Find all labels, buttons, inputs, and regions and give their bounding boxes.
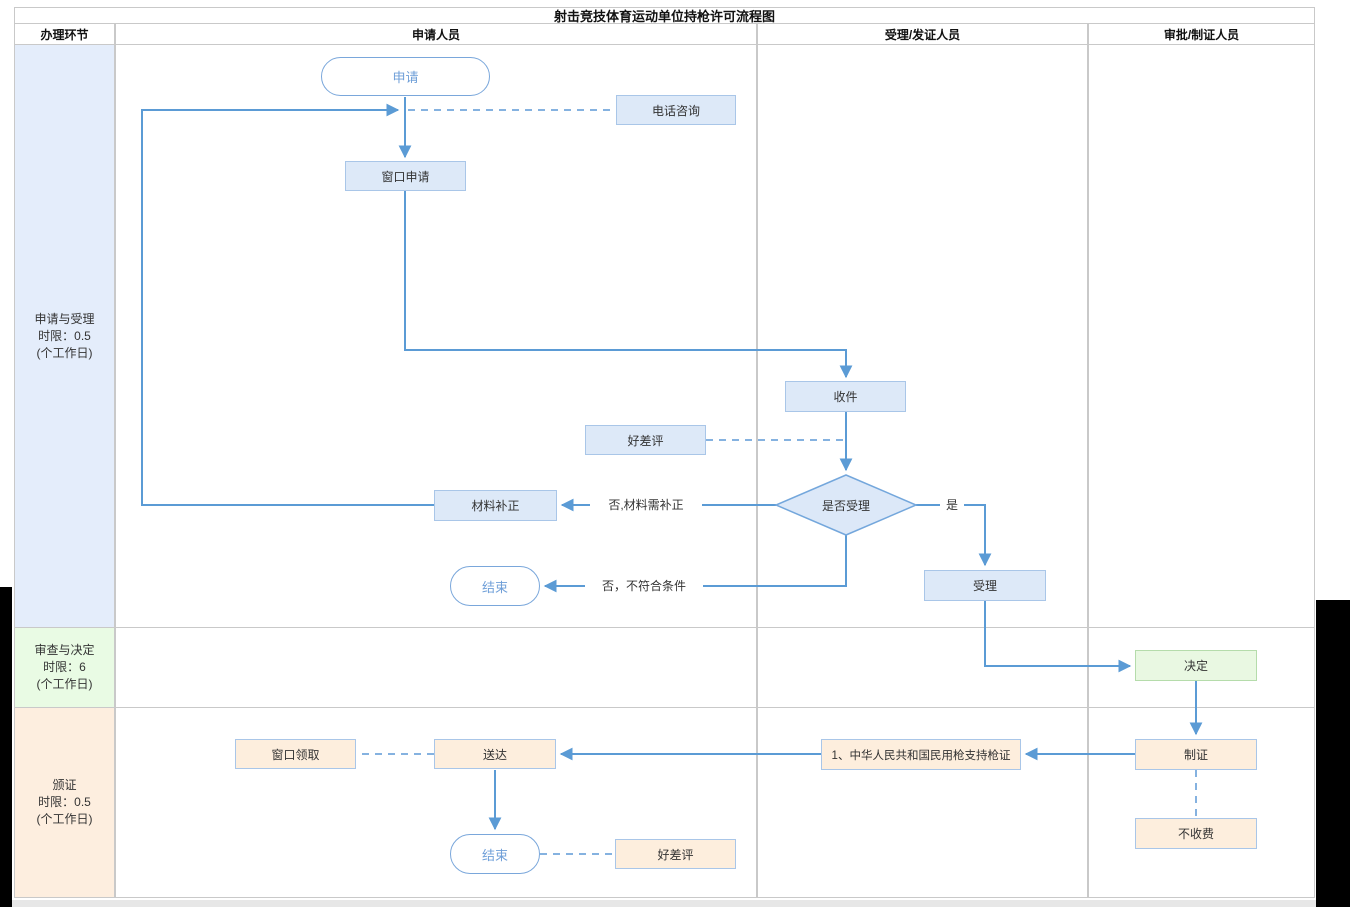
node-make-cert: 制证: [1135, 739, 1257, 770]
node-phone-consult: 电话咨询: [616, 95, 736, 125]
header-process-step: 办理环节: [14, 23, 115, 45]
node-deliver: 送达: [434, 739, 556, 769]
node-material-fix: 材料补正: [434, 490, 557, 521]
screen-edge-black-left: [0, 587, 12, 907]
node-window-apply: 窗口申请: [345, 161, 466, 191]
node-rating-bottom: 好差评: [615, 839, 736, 869]
lane2-acceptance-cell: [757, 627, 1088, 708]
lane-label-review-decide: 审查与决定 时限：6 (个工作日): [14, 627, 115, 708]
node-accept: 受理: [924, 570, 1046, 601]
lane3-acceptance-cell: [757, 707, 1088, 898]
node-end-reject: 结束: [450, 566, 540, 606]
lane3-applicant-cell: [115, 707, 757, 898]
node-receive: 收件: [785, 381, 906, 412]
node-window-pickup: 窗口领取: [235, 739, 356, 769]
page-title: 射击竞技体育运动单位持枪许可流程图: [14, 7, 1315, 24]
lane2-applicant-cell: [115, 627, 757, 708]
edge-label-no-material-fix: 否,材料需补正: [590, 497, 702, 513]
edge-label-yes: 是: [940, 497, 964, 513]
node-decide: 决定: [1135, 650, 1257, 681]
bottom-strip: [12, 900, 1316, 907]
lane1-approval-cell: [1088, 44, 1315, 628]
header-applicant: 申请人员: [115, 23, 757, 45]
node-no-fee: 不收费: [1135, 818, 1257, 849]
node-rating-top: 好差评: [585, 425, 706, 455]
lane-label-apply-accept: 申请与受理 时限：0.5 (个工作日): [14, 44, 115, 628]
header-acceptance-staff: 受理/发证人员: [757, 23, 1088, 45]
header-approval-staff: 审批/制证人员: [1088, 23, 1315, 45]
node-cert-item: 1、中华人民共和国民用枪支持枪证: [821, 739, 1021, 770]
node-end-final: 结束: [450, 834, 540, 874]
node-start: 申请: [321, 57, 490, 96]
lane3-approval-cell: [1088, 707, 1315, 898]
edge-label-no-reject: 否，不符合条件: [585, 578, 703, 594]
lane-label-issue-cert: 颁证 时限：0.5 (个工作日): [14, 707, 115, 898]
lane1-applicant-cell: [115, 44, 757, 628]
screen-edge-black-right: [1316, 600, 1350, 907]
node-decision-label: 是否受理: [821, 498, 870, 513]
lane1-acceptance-cell: [757, 44, 1088, 628]
